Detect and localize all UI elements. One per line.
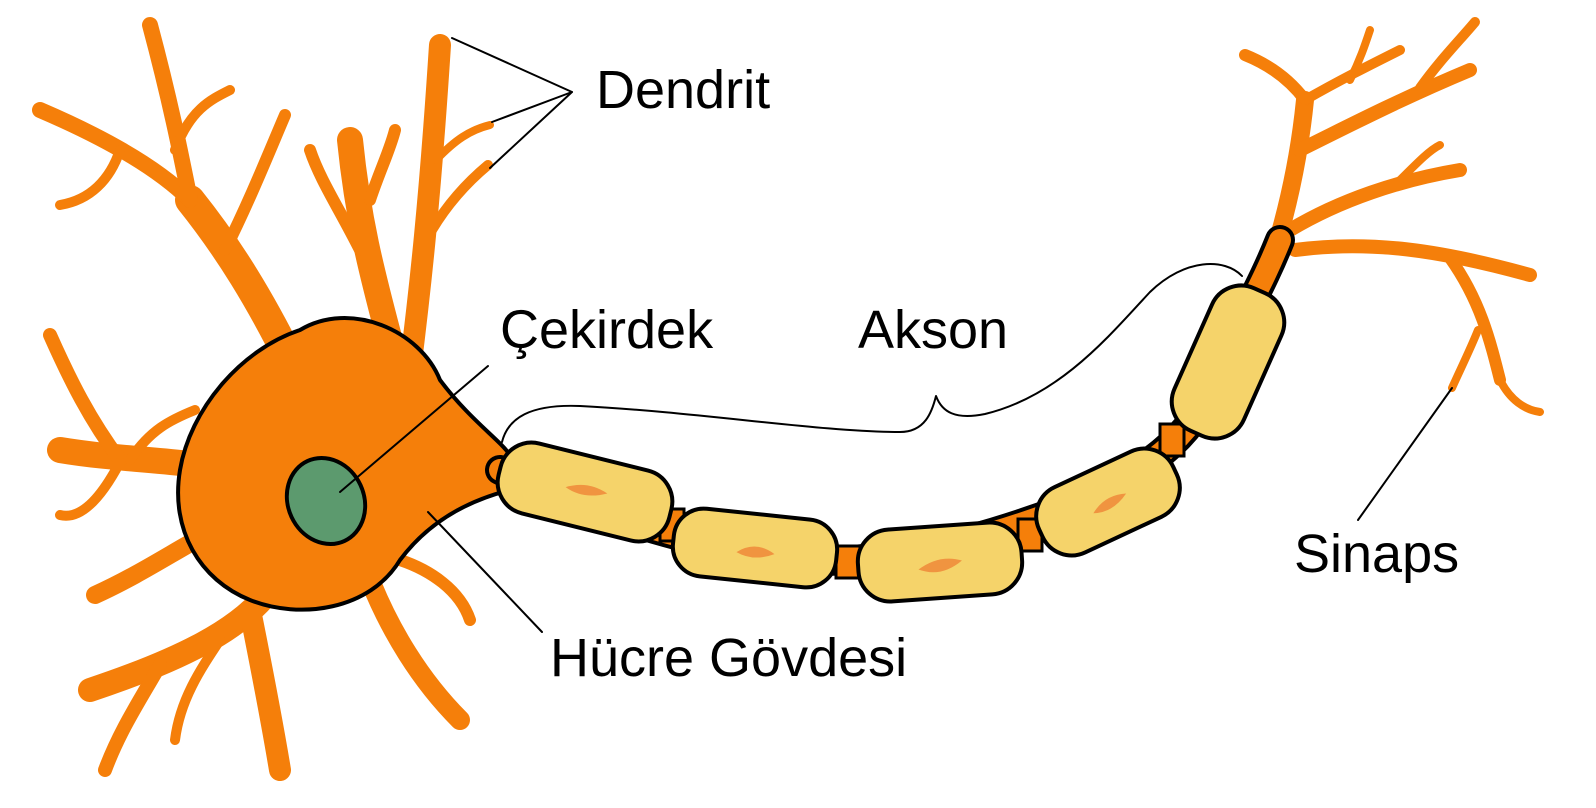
myelin-sheath <box>670 506 840 590</box>
axon-bracket <box>501 263 1243 443</box>
node-of-ranvier <box>1158 422 1186 458</box>
axon-terminal-branch <box>1444 252 1506 386</box>
dendrite-branch <box>170 635 225 745</box>
dendrite-branch <box>170 85 235 155</box>
axon-terminal-branch <box>1396 141 1444 184</box>
cell-body-label: Hücre Gövdesi <box>550 628 907 688</box>
myelin-sheath <box>855 520 1025 604</box>
nucleus-shape <box>284 456 368 546</box>
myelin-sheath <box>1034 446 1182 558</box>
axon-terminal-branch <box>1496 376 1544 416</box>
dendrite-branch <box>125 405 200 465</box>
myelin-sheaths <box>495 283 1287 604</box>
dendrite-branch <box>55 457 125 521</box>
myelin-sheath <box>1169 283 1287 441</box>
nucleus-leader-line <box>339 365 489 493</box>
dendrite-leader-line <box>489 91 573 169</box>
axon-terminal-branch <box>1293 63 1477 157</box>
nucleus-label: Çekirdek <box>500 300 714 360</box>
axon-terminals <box>1239 17 1544 416</box>
dendrite-branch <box>427 160 493 235</box>
dendrite-branch <box>364 124 401 206</box>
axon-terminal-branch <box>1288 239 1537 282</box>
dendrite-branch <box>304 144 366 256</box>
dendrite-branch <box>55 145 125 210</box>
dendrite-branch <box>43 328 127 467</box>
axon-terminal-branch <box>1415 17 1480 93</box>
dendrite-branch <box>432 121 494 164</box>
axon-terminal-branch <box>1283 163 1467 237</box>
dendrite-label: Dendrit <box>596 60 770 120</box>
axon-label: Akson <box>858 300 1008 360</box>
axon-terminal-branch <box>1346 26 1374 84</box>
dendrite-branch <box>239 599 291 781</box>
myelin-sheath <box>495 440 675 544</box>
dendrite-branch <box>219 109 291 256</box>
leader-lines <box>339 37 1453 633</box>
axon-terminal-branch <box>1448 326 1482 392</box>
dendrite-branch <box>360 570 470 730</box>
dendrite-branch <box>399 34 451 381</box>
synapse-label: Sinaps <box>1294 524 1459 584</box>
dendrite-branch <box>142 17 198 208</box>
cell-body-leader-line <box>427 511 543 633</box>
dendrite-branch <box>32 102 198 208</box>
dendrite-branch <box>394 554 476 626</box>
axon-terminal-branch <box>1239 49 1311 106</box>
synapse-leader-line <box>1357 387 1453 521</box>
dendrite-branch <box>98 658 167 777</box>
